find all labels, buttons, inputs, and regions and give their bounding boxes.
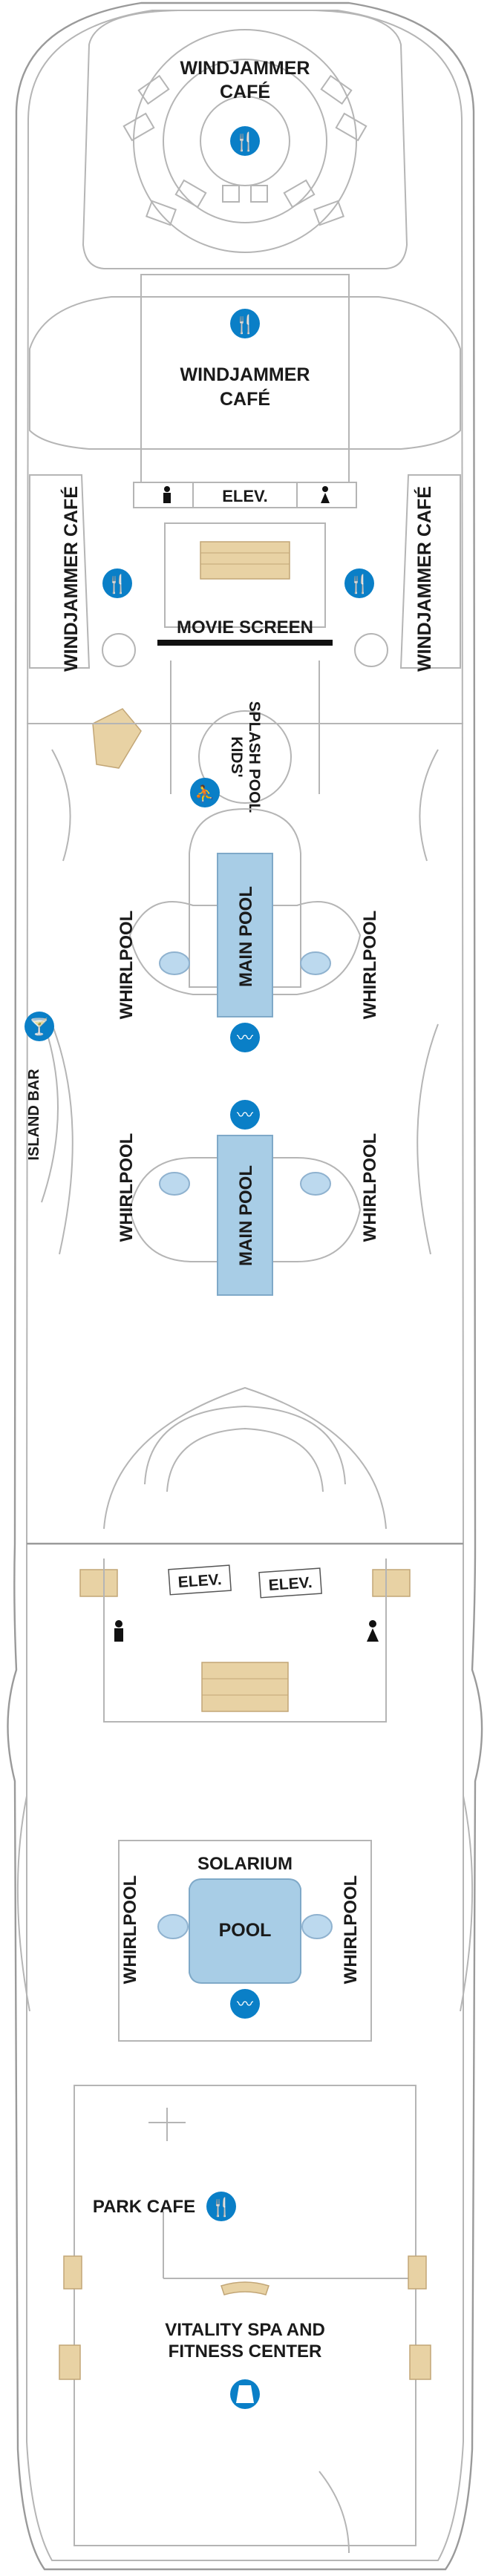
man-restroom-icon <box>163 486 171 503</box>
man-restroom-icon <box>114 1620 123 1642</box>
whirlpool-2-left <box>159 1172 190 1196</box>
swimmer-icon: 〰 <box>230 1023 260 1052</box>
stairs-left-fwd <box>92 708 142 769</box>
table-clusters <box>122 74 368 226</box>
windjammer-mid-label-line2: CAFÉ <box>220 388 270 410</box>
kids-splash-label-line1: KIDS' <box>228 736 245 777</box>
svg-text:⛹: ⛹ <box>195 784 215 804</box>
aft-room <box>74 2085 416 2546</box>
vitality-label-line2: FITNESS CENTER <box>169 2341 322 2362</box>
elevator-label-mid-1: ELEV. <box>177 1571 222 1591</box>
whirlpool-sol-right-label: WHIRLPOOL <box>341 1875 361 1985</box>
main-pool-1 <box>217 853 273 1017</box>
child-icon: ⛹ <box>190 778 220 807</box>
cocktail-glass-icon: 🍸 <box>24 1012 54 1041</box>
whirlpool-label-left-1: WHIRLPOOL <box>117 911 137 1020</box>
windjammer-left-label: WINDJAMMER CAFÉ <box>60 486 82 672</box>
windjammer-left-wing <box>29 474 91 669</box>
windjammer-mid-label-line1: WINDJAMMER <box>180 364 310 385</box>
main-pool-1-surround <box>189 807 301 988</box>
whirlpool-label-right-1: WHIRLPOOL <box>360 911 380 1020</box>
windjammer-forward-room <box>82 10 408 269</box>
whirlpool-1-left <box>159 951 190 975</box>
whirlpool-label-left-2: WHIRLPOOL <box>117 1133 137 1242</box>
kids-splash-pool <box>198 710 292 804</box>
island-bar-label: ISLAND BAR <box>26 1069 42 1161</box>
whirlpool-2-right <box>300 1172 331 1196</box>
stairs-aft-right-2 <box>409 2344 431 2380</box>
fork-knife-icon: 🍴 <box>344 568 374 598</box>
svg-text:🍴: 🍴 <box>234 131 256 152</box>
arch-outer <box>144 1405 346 1485</box>
vitality-label-line1: VITALITY SPA AND <box>165 2320 325 2340</box>
svg-text:🍴: 🍴 <box>234 314 256 335</box>
windjammer-right-label: WINDJAMMER CAFÉ <box>414 486 435 672</box>
windjammer-forward-label-line1: WINDJAMMER <box>180 58 310 79</box>
hull-inner <box>26 10 464 2561</box>
svg-text:〰: 〰 <box>237 1029 253 1048</box>
svg-text:🍴: 🍴 <box>210 2197 232 2218</box>
svg-text:🍴: 🍴 <box>348 574 370 594</box>
swimmer-icon: 〰 <box>230 1100 260 1130</box>
elevator-tag-1 <box>168 1564 232 1596</box>
main-pool-1-label: MAIN POOL <box>236 886 256 987</box>
whirlpool-1-right <box>300 951 331 975</box>
stairs-aft-arc <box>220 2281 270 2295</box>
woman-restroom-icon <box>321 486 330 503</box>
windjammer-right-wing <box>399 474 461 669</box>
elevator-label-mid-2: ELEV. <box>268 1574 313 1594</box>
elevator-label-forward: ELEV. <box>222 487 268 505</box>
woman-restroom-icon <box>367 1620 379 1642</box>
whirlpool-sol-right <box>301 1914 333 1939</box>
solarium-pool <box>189 1878 301 1984</box>
windjammer-mid-area <box>29 296 461 450</box>
hull-outline <box>7 1 483 2571</box>
svg-text:🍸: 🍸 <box>29 1017 49 1037</box>
movie-screen-label: MOVIE SCREEN <box>177 617 313 638</box>
windjammer-dome-core <box>200 96 290 186</box>
solarium-room <box>118 1840 372 2042</box>
movie-screen <box>157 640 333 646</box>
fork-knife-icon: 🍴 <box>206 2192 236 2221</box>
fork-knife-icon: 🍴 <box>230 309 260 338</box>
stairs-aft-left-1 <box>63 2255 82 2290</box>
main-pool-2-label: MAIN POOL <box>236 1165 256 1266</box>
stairs-left-mid <box>79 1569 118 1597</box>
robe-icon <box>230 2379 260 2409</box>
svg-text:🍴: 🍴 <box>106 574 128 594</box>
solarium-label: SOLARIUM <box>197 1854 293 1874</box>
whirlpool-sol-left-label: WHIRLPOOL <box>120 1875 140 1985</box>
windjammer-dome <box>133 29 357 253</box>
movie-screen-area <box>164 522 326 628</box>
fork-knife-icon: 🍴 <box>230 126 260 156</box>
stairs-right-mid <box>372 1569 411 1597</box>
whirlpool-label-right-2: WHIRLPOOL <box>360 1133 380 1242</box>
fork-knife-icon: 🍴 <box>102 568 132 598</box>
solarium-pool-label: POOL <box>219 1920 272 1941</box>
kids-splash-label-line2: SPLASH POOL <box>246 701 263 813</box>
windjammer-forward-label-line2: CAFÉ <box>220 81 270 102</box>
stairs-aft-right-1 <box>408 2255 427 2290</box>
whirlpool-sol-left <box>157 1914 189 1939</box>
elevator-strip <box>133 482 357 508</box>
svg-text:〰: 〰 <box>237 1996 253 2014</box>
stairs-aft-left-2 <box>59 2344 81 2380</box>
park-cafe-label: PARK CAFE <box>93 2197 195 2217</box>
windjammer-dome-inner <box>163 59 327 223</box>
main-pool-2 <box>217 1135 273 1296</box>
arch-inner <box>166 1427 324 1492</box>
swimmer-icon: 〰 <box>230 1989 260 2019</box>
elevator-tag-2 <box>258 1567 322 1599</box>
stairs-midship <box>201 1662 289 1712</box>
stairs-forward <box>200 541 290 580</box>
svg-text:〰: 〰 <box>237 1107 253 1125</box>
main-pool-2-surround <box>128 1157 362 1262</box>
